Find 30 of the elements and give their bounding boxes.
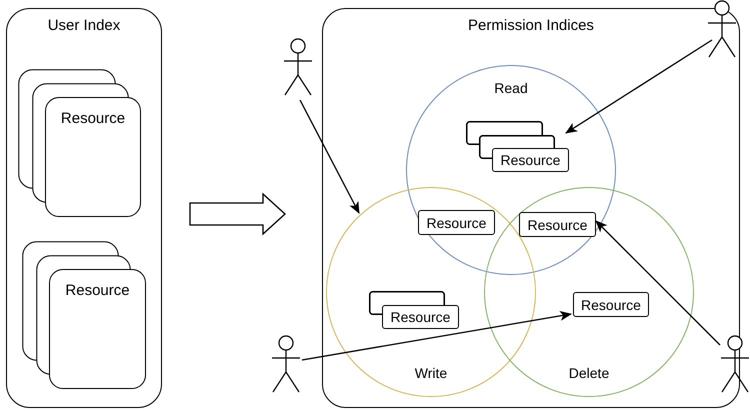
panel-title: User Index <box>46 17 122 35</box>
resource-label: Resource <box>528 216 588 232</box>
arrow <box>595 220 720 346</box>
arrow <box>565 39 712 134</box>
panel-title: Permission Indices <box>467 17 595 35</box>
index-panel <box>322 8 740 408</box>
stacked-resource-cards <box>18 69 142 218</box>
stick-figure-icon <box>706 0 738 58</box>
set-label: Delete <box>568 365 610 382</box>
resource-label: Resource <box>581 296 641 312</box>
stacked-resource-tags <box>466 121 569 172</box>
stick-figure-icon <box>270 335 302 393</box>
resource-label: Resource <box>426 214 486 230</box>
block-arrow <box>189 192 286 236</box>
set-label: Read <box>494 80 528 97</box>
stacked-resource-tags <box>369 291 459 329</box>
resource-label: Resource <box>390 309 450 325</box>
arrow <box>302 310 572 361</box>
resource-label: Resource <box>64 282 131 300</box>
stick-figure-icon <box>282 38 314 96</box>
resource-tag <box>519 212 596 237</box>
arrow <box>299 100 360 214</box>
stacked-resource-cards <box>22 241 146 390</box>
resource-label: Resource <box>60 110 126 128</box>
resource-label: Resource <box>500 152 560 168</box>
index-panel <box>6 8 162 408</box>
stick-figure-icon <box>719 335 750 393</box>
resource-tag <box>573 292 649 317</box>
resource-tag <box>418 210 495 235</box>
set-label: Write <box>414 365 448 382</box>
